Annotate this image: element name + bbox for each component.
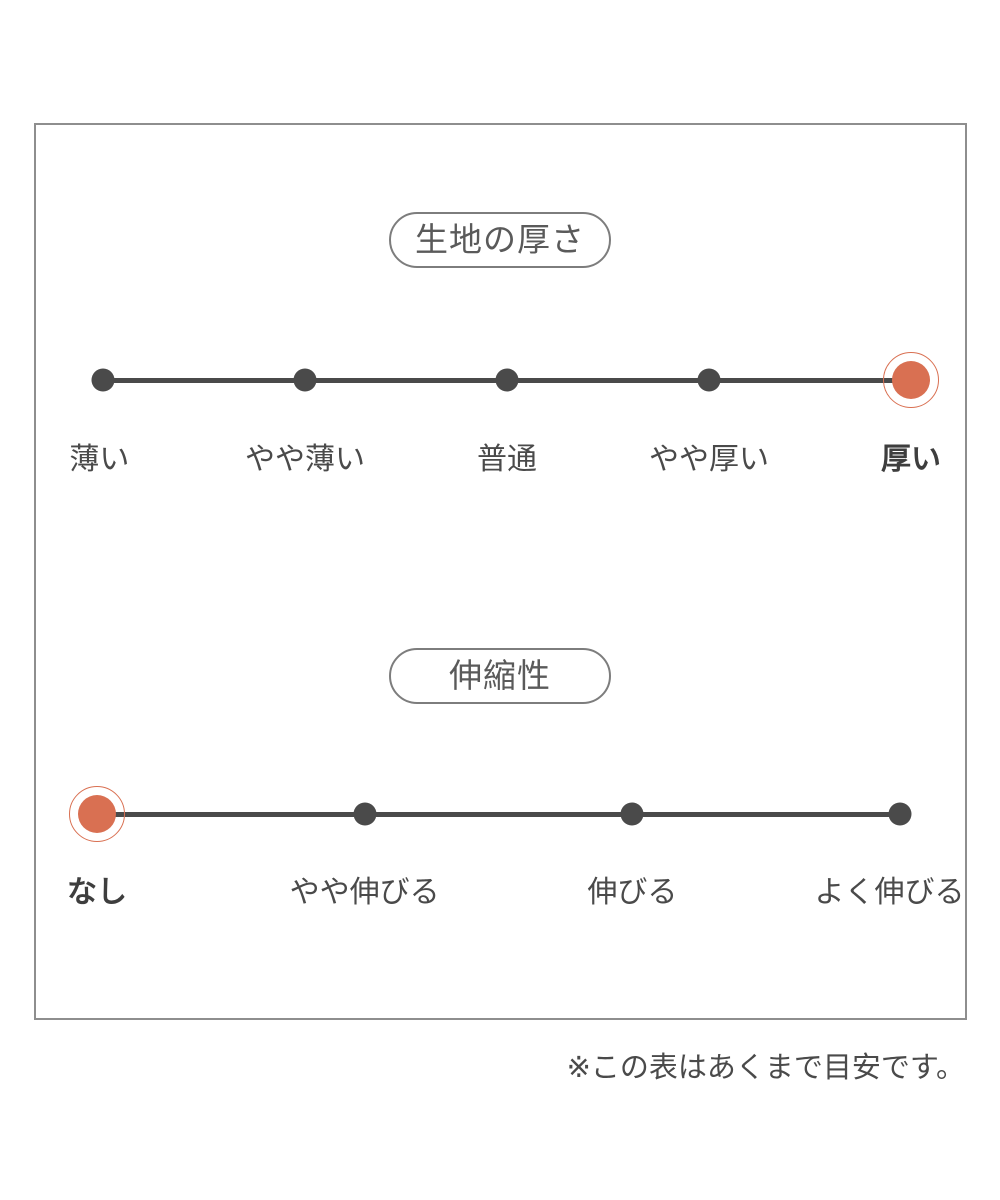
scale-line (97, 811, 900, 817)
scale-option-label: 薄い (69, 443, 130, 476)
scale-dot (353, 802, 377, 826)
fabric-thickness-scale-labels: 薄い やや薄い 普通 やや厚い 厚い (69, 443, 941, 479)
scale-dot-selected (78, 795, 116, 833)
scale-option-label: やや薄い (245, 443, 365, 476)
scale-option-label: 普通 (477, 443, 537, 476)
stretchiness-scale-labels: なし やや伸びる 伸びる よく伸びる (67, 876, 965, 912)
stretchiness-title: 伸縮性 (389, 648, 611, 704)
scale-dot-selected (892, 361, 930, 399)
scale-dot (620, 802, 644, 826)
disclaimer-footnote: ※この表はあくまで目安です。 (566, 1052, 965, 1084)
scale-option-label: よく伸びる (814, 876, 965, 909)
scale-option-label: 伸びる (587, 876, 678, 909)
scale-dot (888, 802, 912, 826)
fabric-thickness-title: 生地の厚さ (389, 212, 611, 268)
scale-dot (91, 368, 115, 392)
scale-option-label: 厚い (881, 443, 941, 476)
scale-dot (697, 368, 721, 392)
spec-chart-frame (34, 123, 967, 1020)
scale-dot (293, 368, 317, 392)
scale-dot (495, 368, 519, 392)
scale-option-label: やや伸びる (289, 876, 440, 909)
scale-option-label: やや厚い (649, 443, 769, 476)
scale-option-label: なし (67, 876, 127, 909)
